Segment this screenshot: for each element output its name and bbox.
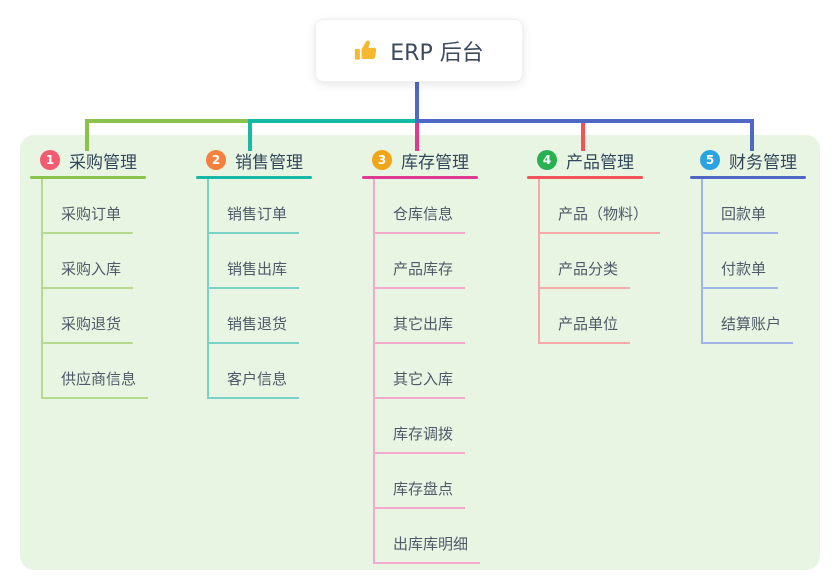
child-label: 库存调拨 bbox=[393, 425, 454, 443]
child-node[interactable]: 产品（物料） bbox=[540, 179, 661, 234]
branch-children: 采购订单采购入库采购退货供应商信息 bbox=[41, 179, 195, 399]
child-label: 库存盘点 bbox=[393, 480, 454, 498]
child-node[interactable]: 客户信息 bbox=[209, 344, 300, 399]
branch-label: 采购管理 bbox=[69, 152, 137, 173]
child-label: 采购入库 bbox=[61, 260, 122, 278]
child-node[interactable]: 出库库明细 bbox=[375, 509, 481, 564]
child-node[interactable]: 销售订单 bbox=[209, 179, 300, 234]
child-node[interactable]: 产品库存 bbox=[375, 234, 466, 289]
bus-segment-2 bbox=[248, 119, 419, 123]
child-node[interactable]: 付款单 bbox=[703, 234, 779, 289]
root-connector bbox=[415, 82, 419, 123]
branch-label: 产品管理 bbox=[566, 152, 634, 173]
child-node[interactable]: 结算账户 bbox=[703, 289, 794, 344]
bus-segment-5 bbox=[415, 119, 754, 123]
child-node[interactable]: 回款单 bbox=[703, 179, 779, 234]
child-label: 销售出库 bbox=[227, 260, 288, 278]
branch-number-badge: 2 bbox=[206, 150, 226, 170]
branch-3: 3 库存管理仓库信息产品库存其它出库其它入库库存调拨库存盘点出库库明细 bbox=[362, 148, 527, 564]
branch-label: 财务管理 bbox=[729, 152, 797, 173]
branch-header-5[interactable]: 5 财务管理 bbox=[690, 148, 839, 173]
child-label: 销售退货 bbox=[227, 315, 288, 333]
branch-children: 仓库信息产品库存其它出库其它入库库存调拨库存盘点出库库明细 bbox=[373, 179, 527, 564]
child-label: 回款单 bbox=[721, 205, 767, 223]
branch-number-badge: 1 bbox=[40, 150, 60, 170]
child-label: 出库库明细 bbox=[393, 535, 469, 553]
child-label: 产品库存 bbox=[393, 260, 454, 278]
child-node[interactable]: 库存盘点 bbox=[375, 454, 466, 509]
branch-children: 回款单付款单结算账户 bbox=[701, 179, 839, 344]
child-label: 供应商信息 bbox=[61, 370, 137, 388]
child-label: 产品单位 bbox=[558, 315, 619, 333]
child-label: 采购退货 bbox=[61, 315, 122, 333]
child-label: 其它出库 bbox=[393, 315, 454, 333]
branch-header-3[interactable]: 3 库存管理 bbox=[362, 148, 527, 173]
branch-4: 4 产品管理产品（物料） 产品分类产品单位 bbox=[527, 148, 692, 344]
branch-number-badge: 3 bbox=[372, 150, 392, 170]
branch-underline bbox=[30, 176, 146, 179]
branch-underline bbox=[527, 176, 643, 179]
thumbs-up-icon bbox=[354, 38, 380, 64]
branch-header-4[interactable]: 4 产品管理 bbox=[527, 148, 692, 173]
root-node[interactable]: ERP 后台 bbox=[315, 19, 523, 82]
root-title: ERP 后台 bbox=[390, 40, 484, 66]
child-node[interactable]: 其它出库 bbox=[375, 289, 466, 344]
branch-drop-2 bbox=[248, 123, 252, 151]
child-label: 结算账户 bbox=[721, 315, 782, 333]
child-label: 客户信息 bbox=[227, 370, 288, 388]
branch-drop-5 bbox=[750, 123, 754, 151]
child-label: 采购订单 bbox=[61, 205, 122, 223]
branch-number-badge: 5 bbox=[700, 150, 720, 170]
child-node[interactable]: 采购退货 bbox=[43, 289, 134, 344]
child-node[interactable]: 供应商信息 bbox=[43, 344, 149, 399]
branches-panel bbox=[20, 135, 820, 570]
child-label: 产品分类 bbox=[558, 260, 619, 278]
branch-2: 2 销售管理销售订单销售出库销售退货客户信息 bbox=[196, 148, 361, 399]
child-node[interactable]: 销售出库 bbox=[209, 234, 300, 289]
child-node[interactable]: 采购订单 bbox=[43, 179, 134, 234]
child-label: 产品（物料） bbox=[558, 205, 649, 223]
child-node[interactable]: 采购入库 bbox=[43, 234, 134, 289]
branch-drop-4 bbox=[581, 123, 585, 151]
branch-drop-1 bbox=[85, 123, 89, 151]
child-node[interactable]: 库存调拨 bbox=[375, 399, 466, 454]
branch-header-2[interactable]: 2 销售管理 bbox=[196, 148, 361, 173]
child-label: 销售订单 bbox=[227, 205, 288, 223]
branch-underline bbox=[196, 176, 312, 179]
branch-number-badge: 4 bbox=[537, 150, 557, 170]
branch-children: 销售订单销售出库销售退货客户信息 bbox=[207, 179, 361, 399]
branch-5: 5 财务管理回款单付款单结算账户 bbox=[690, 148, 839, 344]
child-node[interactable]: 仓库信息 bbox=[375, 179, 466, 234]
bus-segment-1 bbox=[85, 119, 252, 123]
child-label: 仓库信息 bbox=[393, 205, 454, 223]
branch-label: 库存管理 bbox=[401, 152, 469, 173]
branch-underline bbox=[362, 176, 478, 179]
branch-drop-3 bbox=[415, 123, 419, 151]
child-node[interactable]: 销售退货 bbox=[209, 289, 300, 344]
branch-label: 销售管理 bbox=[235, 152, 303, 173]
child-label: 其它入库 bbox=[393, 370, 454, 388]
child-node[interactable]: 产品分类 bbox=[540, 234, 631, 289]
branch-underline bbox=[690, 176, 806, 179]
branch-1: 1 采购管理采购订单采购入库采购退货供应商信息 bbox=[30, 148, 195, 399]
child-node[interactable]: 产品单位 bbox=[540, 289, 631, 344]
branch-header-1[interactable]: 1 采购管理 bbox=[30, 148, 195, 173]
child-label: 付款单 bbox=[721, 260, 767, 278]
child-node[interactable]: 其它入库 bbox=[375, 344, 466, 399]
branch-children: 产品（物料） 产品分类产品单位 bbox=[538, 179, 692, 344]
